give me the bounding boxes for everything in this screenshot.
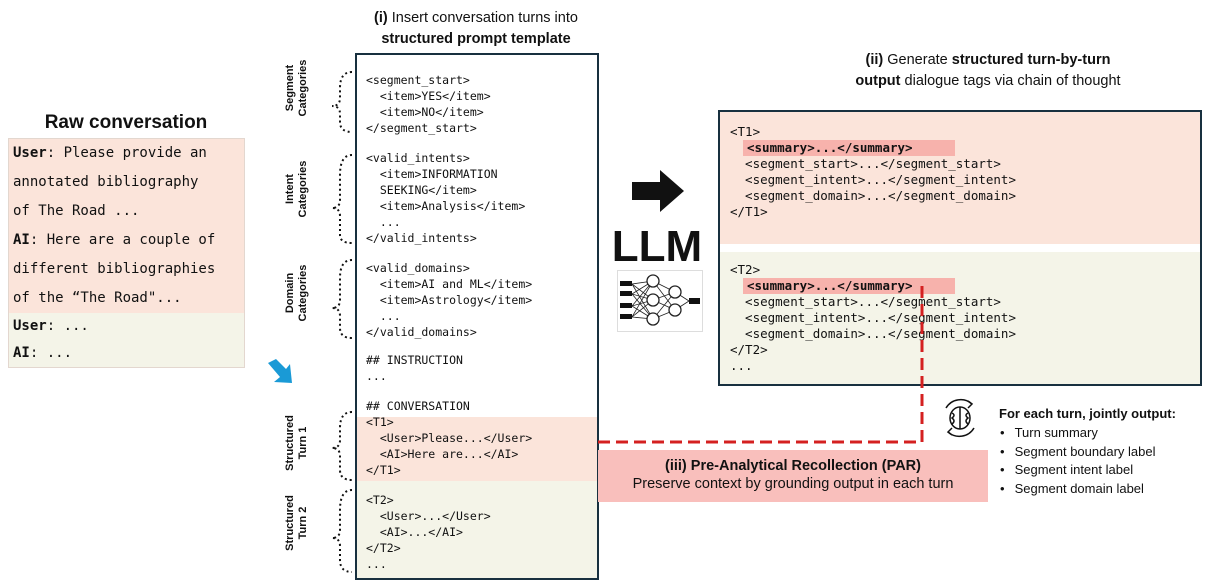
template-line: ## CONVERSATION xyxy=(366,399,470,413)
raw-line: AI: ... xyxy=(9,340,244,367)
each-turn-list: Turn summary Segment boundary label Segm… xyxy=(1000,425,1156,499)
each-turn-item: Segment boundary label xyxy=(1000,444,1156,463)
output-line: <T2> xyxy=(730,262,761,277)
template-turn2-bg xyxy=(357,481,597,578)
output-line: <segment_domain>...</segment_domain> xyxy=(730,188,1016,203)
output-turn1-bg xyxy=(720,112,1200,244)
output-line: <T1> xyxy=(730,124,761,139)
output-line: <segment_intent>...</segment_intent> xyxy=(730,310,1016,325)
brain-cycle-icon xyxy=(945,398,975,438)
raw-line: AI: Here are a couple of xyxy=(9,226,244,255)
output-line: <segment_start>...</segment_start> xyxy=(730,294,1001,309)
template-line: </valid_domains> xyxy=(366,325,477,339)
template-line: <T2> xyxy=(366,493,394,507)
raw-conversation-title: Raw conversation xyxy=(44,112,208,133)
template-line: </segment_start> xyxy=(366,121,477,135)
raw-conversation-box: User: Please provide an annotated biblio… xyxy=(8,138,245,368)
template-line: <item>Astrology</item> xyxy=(366,293,533,307)
template-line: <T1> xyxy=(366,415,394,429)
each-turn-title: For each turn, jointly output: xyxy=(999,406,1176,421)
output-line: ... xyxy=(730,358,753,373)
raw-line: annotated bibliography xyxy=(9,168,244,197)
blue-arrow-icon xyxy=(268,359,292,383)
dotted-braces xyxy=(331,71,353,573)
output-line: </T1> xyxy=(730,204,768,219)
structured-turn1-label: Structured Turn 1 xyxy=(284,415,309,471)
template-line: ... xyxy=(366,557,387,571)
brace-turn2 xyxy=(331,489,353,573)
raw-line: of The Road ... xyxy=(9,197,244,226)
template-line: <User>...</User> xyxy=(366,509,491,523)
domain-categories-label: Domain Categories xyxy=(284,264,309,322)
structured-turn2-label: Structured Turn 2 xyxy=(284,495,309,551)
neural-network-icon xyxy=(617,270,703,332)
output-box: <T1> <summary>...</summary> <segment_sta… xyxy=(718,110,1202,386)
template-line: <AI>Here are...</AI> xyxy=(366,447,519,461)
output-title: (ii) Generate structured turn-by-turn ou… xyxy=(855,52,1121,89)
prompt-template-box: <segment_start> <item>YES</item> <item>N… xyxy=(355,53,599,580)
brace-intent xyxy=(331,154,353,244)
par-description: Preserve context by grounding output in … xyxy=(632,476,954,492)
template-line: ... xyxy=(366,215,401,229)
template-line: </T1> xyxy=(366,463,401,477)
brace-segment xyxy=(331,71,353,133)
each-turn-item: Segment intent label xyxy=(1000,462,1156,481)
output-line: <segment_domain>...</segment_domain> xyxy=(730,326,1016,341)
intent-categories-label: Intent Categories xyxy=(284,160,309,218)
segment-categories-label: Segment Categories xyxy=(284,59,309,117)
output-line: <segment_intent>...</segment_intent> xyxy=(730,172,1016,187)
par-box: (iii) Pre-Analytical Recollection (PAR) … xyxy=(598,450,988,502)
raw-line: User: Please provide an xyxy=(9,139,244,168)
output-line: </T2> xyxy=(730,342,768,357)
output-summary-t2: <summary>...</summary> xyxy=(743,278,955,294)
template-line: <User>Please...</User> xyxy=(366,431,533,445)
template-line: <valid_intents> xyxy=(366,151,470,165)
brace-domain xyxy=(331,259,353,339)
template-line: <item>YES</item> xyxy=(366,89,491,103)
template-line: ... xyxy=(366,369,387,383)
template-title: (i) Insert conversation turns into struc… xyxy=(374,10,578,47)
template-line: <item>AI and ML</item> xyxy=(366,277,533,291)
each-turn-item: Turn summary xyxy=(1000,425,1156,444)
par-connector-dashed xyxy=(598,282,924,444)
output-summary-t1: <summary>...</summary> xyxy=(743,140,955,156)
brace-turn1 xyxy=(331,411,353,481)
template-line: </T2> xyxy=(366,541,401,555)
template-line: <segment_start> xyxy=(366,73,470,87)
each-turn-item: Segment domain label xyxy=(1000,481,1156,500)
template-line: <AI>...</AI> xyxy=(366,525,463,539)
template-line: <item>INFORMATION xyxy=(366,167,498,181)
template-line: SEEKING</item> xyxy=(366,183,477,197)
template-line: ## INSTRUCTION xyxy=(366,353,463,367)
template-line: <item>NO</item> xyxy=(366,105,484,119)
template-line: <valid_domains> xyxy=(366,261,470,275)
black-arrow-icon xyxy=(632,170,684,212)
output-turn2-bg xyxy=(720,252,1200,384)
par-title: (iii) Pre-Analytical Recollection (PAR) xyxy=(665,458,921,474)
raw-line: different bibliographies xyxy=(9,255,244,284)
template-line: </valid_intents> xyxy=(366,231,477,245)
output-line: <segment_start>...</segment_start> xyxy=(730,156,1001,171)
raw-line: of the “The Road"... xyxy=(9,284,244,313)
llm-label: LLM xyxy=(611,222,703,271)
template-turn1-bg xyxy=(357,417,597,481)
template-line: <item>Analysis</item> xyxy=(366,199,526,213)
raw-line: User: ... xyxy=(9,313,244,340)
template-line: ... xyxy=(366,309,401,323)
